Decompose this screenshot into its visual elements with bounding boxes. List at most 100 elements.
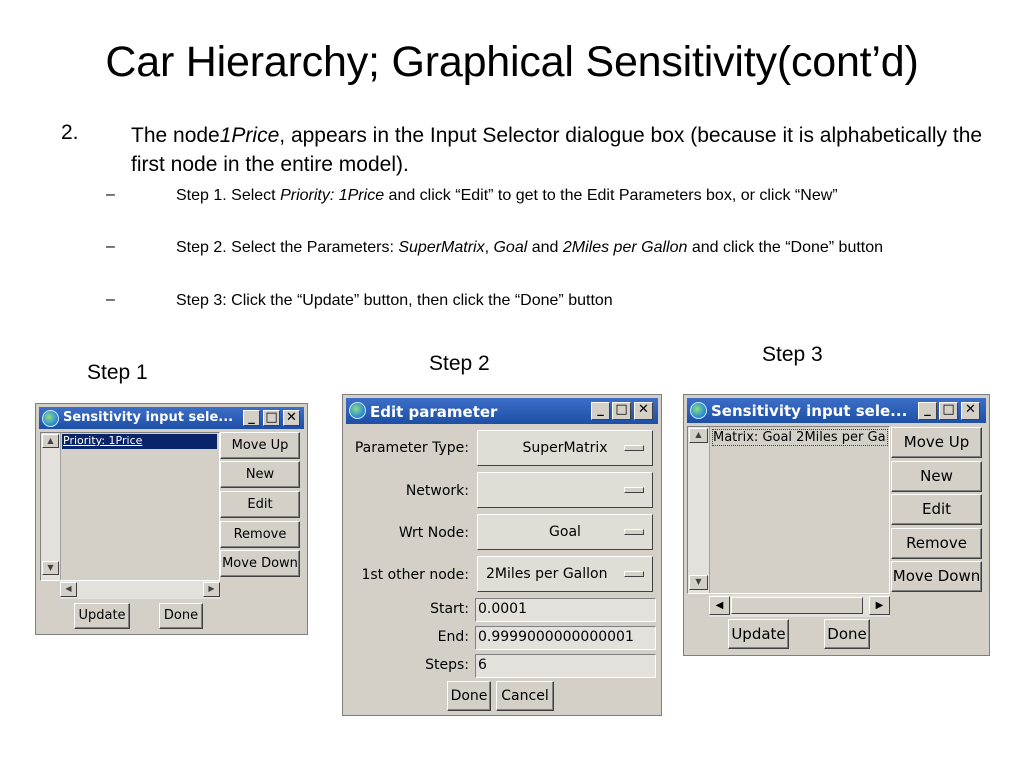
window-titlebar[interactable]: Sensitivity input sele... _ □ ✕ xyxy=(39,407,304,429)
sub-bullet-dash: – xyxy=(106,291,115,308)
maximize-button[interactable]: □ xyxy=(263,410,280,426)
dropdown-indicator-icon xyxy=(624,445,644,451)
window-title: Sensitivity input sele... xyxy=(63,410,234,425)
minimize-button[interactable]: _ xyxy=(243,410,260,426)
wrt-node-value: Goal xyxy=(549,524,581,540)
step2-suffix: and click the “Done” button xyxy=(687,239,884,256)
other-node-value: 2Miles per Gallon xyxy=(486,566,608,582)
close-button[interactable]: ✕ xyxy=(283,410,300,426)
scroll-right-icon[interactable]: ▶ xyxy=(869,596,890,615)
horizontal-scrollbar[interactable]: ◀ ▶ xyxy=(709,595,890,617)
move-up-button[interactable]: Move Up xyxy=(891,427,982,458)
step1-emphasis: Priority: 1Price xyxy=(280,187,385,204)
bullet-number: 2. xyxy=(61,121,79,144)
parameter-type-value: SuperMatrix xyxy=(522,440,608,456)
window-titlebar[interactable]: Sensitivity input sele... _ □ ✕ xyxy=(687,398,986,423)
new-button[interactable]: New xyxy=(220,461,300,488)
other-node-label: 1st other node: xyxy=(361,567,469,583)
sensitivity-input-window-step1: Sensitivity input sele... _ □ ✕ ▲ ▼ Prio… xyxy=(35,403,308,635)
scroll-down-icon[interactable]: ▼ xyxy=(689,575,708,590)
maximize-button[interactable]: □ xyxy=(612,402,631,420)
move-down-button[interactable]: Move Down xyxy=(891,561,982,592)
steps-input[interactable]: 6 xyxy=(475,654,656,678)
list-item[interactable]: Matrix: Goal 2Miles per Ga xyxy=(712,429,888,446)
bullet-node-name: 1Price xyxy=(219,124,280,147)
start-label: Start: xyxy=(430,601,469,617)
other-node-dropdown[interactable]: 2Miles per Gallon xyxy=(477,556,653,592)
move-up-button[interactable]: Move Up xyxy=(220,432,300,459)
end-label: End: xyxy=(437,629,469,645)
wrt-node-dropdown[interactable]: Goal xyxy=(477,514,653,550)
network-label: Network: xyxy=(405,483,469,499)
sub-bullet-dash: – xyxy=(106,238,115,255)
sub-bullet-step3: Step 3: Click the “Update” button, then … xyxy=(176,292,613,309)
window-titlebar[interactable]: Edit parameter _ □ ✕ xyxy=(346,398,658,424)
done-button[interactable]: Done xyxy=(447,681,491,711)
close-button[interactable]: ✕ xyxy=(961,402,980,420)
minimize-button[interactable]: _ xyxy=(918,402,937,420)
step2-em-miles: 2Miles per Gallon xyxy=(562,239,688,256)
update-button[interactable]: Update xyxy=(74,603,130,629)
done-button[interactable]: Done xyxy=(159,603,203,629)
horizontal-scrollbar[interactable]: ◀ ▶ xyxy=(60,581,220,599)
scroll-left-icon[interactable]: ◀ xyxy=(709,596,730,615)
minimize-button[interactable]: _ xyxy=(591,402,610,420)
step2-prefix: Step 2. Select the Parameters: xyxy=(176,239,399,256)
maximize-button[interactable]: □ xyxy=(939,402,958,420)
step3-label: Step 3 xyxy=(762,343,823,366)
slide-title: Car Hierarchy; Graphical Sensitivity(con… xyxy=(105,38,919,86)
sub-bullet-step2: Step 2. Select the Parameters: SuperMatr… xyxy=(176,236,976,259)
scroll-right-icon[interactable]: ▶ xyxy=(203,582,220,597)
bullet-text-before: The node xyxy=(131,124,220,147)
step2-label: Step 2 xyxy=(429,352,490,375)
done-button[interactable]: Done xyxy=(824,619,870,649)
sub-bullet-dash: – xyxy=(106,186,115,203)
remove-button[interactable]: Remove xyxy=(220,521,300,548)
app-icon xyxy=(690,402,707,419)
step2-sep2: and xyxy=(527,239,563,256)
network-dropdown[interactable] xyxy=(477,472,653,508)
start-input[interactable]: 0.0001 xyxy=(475,598,656,622)
vertical-scrollbar[interactable]: ▲ ▼ xyxy=(688,427,710,593)
node-listbox[interactable]: ▲ ▼ Priority: 1Price xyxy=(40,432,220,581)
step1-label: Step 1 xyxy=(87,361,148,384)
window-title: Edit parameter xyxy=(370,403,498,421)
bullet-text-after: , appears in the Input Selector dialogue… xyxy=(131,124,983,176)
step1-text: and click “Edit” to get to the Edit Para… xyxy=(384,187,838,204)
scroll-left-icon[interactable]: ◀ xyxy=(60,582,77,597)
scroll-up-icon[interactable]: ▲ xyxy=(42,434,59,448)
move-down-button[interactable]: Move Down xyxy=(220,550,300,577)
step2-sep1: , xyxy=(484,239,494,256)
scroll-down-icon[interactable]: ▼ xyxy=(42,561,59,575)
edit-parameter-window: Edit parameter _ □ ✕ Parameter Type: Sup… xyxy=(342,394,662,716)
step2-em-goal: Goal xyxy=(493,239,528,256)
bullet-text: The node1Price, appears in the Input Sel… xyxy=(131,121,1001,179)
parameter-type-dropdown[interactable]: SuperMatrix xyxy=(477,430,653,466)
scrollbar-thumb[interactable] xyxy=(731,597,863,614)
close-button[interactable]: ✕ xyxy=(634,402,653,420)
sensitivity-input-window-step3: Sensitivity input sele... _ □ ✕ ▲ ▼ Matr… xyxy=(683,394,990,656)
list-item-selected[interactable]: Priority: 1Price xyxy=(62,434,217,449)
steps-label: Steps: xyxy=(425,657,469,673)
scroll-up-icon[interactable]: ▲ xyxy=(689,428,708,443)
node-listbox[interactable]: ▲ ▼ Matrix: Goal 2Miles per Ga xyxy=(687,426,890,594)
app-icon xyxy=(42,410,59,427)
wrt-node-label: Wrt Node: xyxy=(398,525,469,541)
dropdown-indicator-icon xyxy=(624,529,644,535)
update-button[interactable]: Update xyxy=(728,619,789,649)
vertical-scrollbar[interactable]: ▲ ▼ xyxy=(41,433,61,580)
step1-prefix: Step 1. Select xyxy=(176,187,281,204)
edit-button[interactable]: Edit xyxy=(891,494,982,525)
cancel-button[interactable]: Cancel xyxy=(496,681,554,711)
dropdown-indicator-icon xyxy=(624,487,644,493)
app-icon xyxy=(349,402,366,419)
dropdown-indicator-icon xyxy=(624,571,644,577)
remove-button[interactable]: Remove xyxy=(891,528,982,559)
edit-button[interactable]: Edit xyxy=(220,491,300,518)
step2-em-supermatrix: SuperMatrix xyxy=(398,239,485,256)
new-button[interactable]: New xyxy=(891,461,982,492)
sub-bullet-step1: Step 1. Select Priority: 1Price and clic… xyxy=(176,184,976,207)
parameter-type-label: Parameter Type: xyxy=(354,440,469,456)
end-input[interactable]: 0.9999000000000001 xyxy=(475,626,656,650)
window-title: Sensitivity input sele... xyxy=(711,402,908,420)
